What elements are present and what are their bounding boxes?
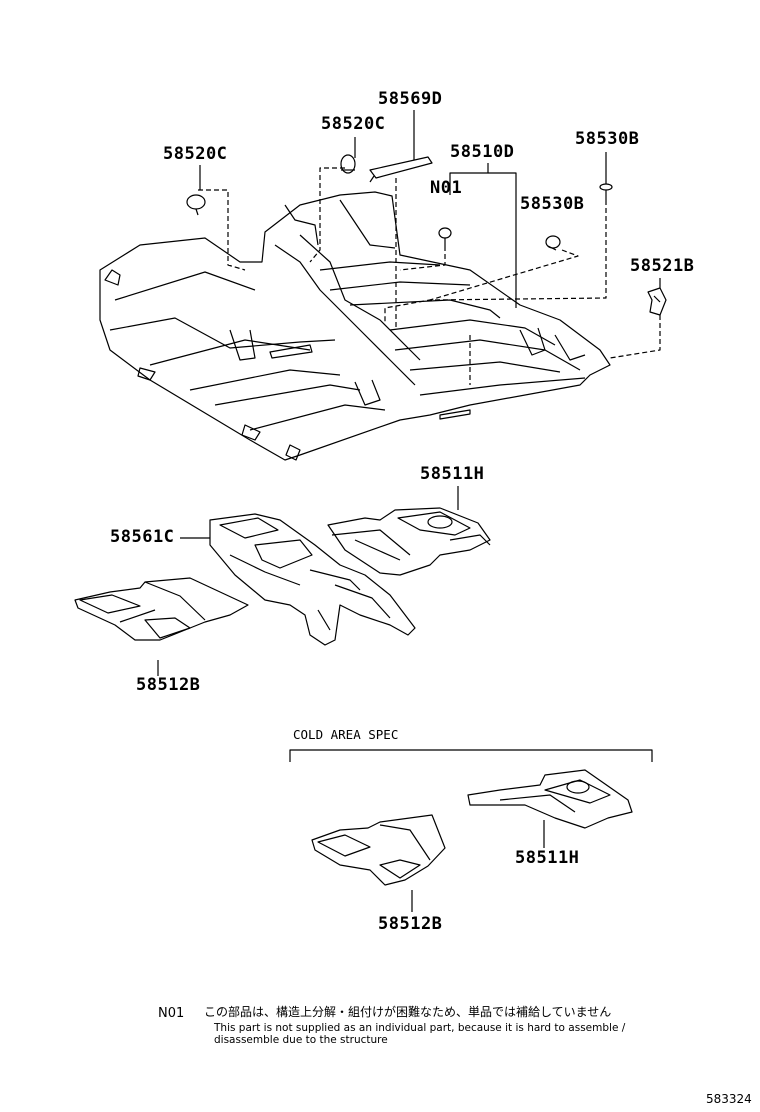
silencer-58512b-main xyxy=(74,577,249,641)
silencer-58512b-cold xyxy=(311,814,446,886)
part-label-58512b-main: 58512B xyxy=(136,675,201,695)
part-label-58569d: 58569D xyxy=(378,89,443,109)
part-label-58510d: 58510D xyxy=(450,142,515,162)
part-label-58511h-cold: 58511H xyxy=(515,848,580,868)
part-label-58530b-mid: 58530B xyxy=(520,194,585,214)
part-label-58512b-cold: 58512B xyxy=(378,914,443,934)
part-label-58521b: 58521B xyxy=(630,256,695,276)
cover-58569d xyxy=(369,156,433,183)
note-english: This part is not supplied as an individu… xyxy=(214,1022,626,1046)
note-code: N01 xyxy=(158,1006,185,1021)
clip-58520c-left xyxy=(186,194,206,216)
figure-number: 583324 xyxy=(706,1092,752,1106)
silencer-58561c xyxy=(209,513,416,646)
cold-area-bracket xyxy=(289,749,653,762)
part-label-58520c-left: 58520C xyxy=(163,144,228,164)
part-label-58530b-top: 58530B xyxy=(575,129,640,149)
silencer-58511h-main xyxy=(327,507,491,576)
clip-58530b-mid xyxy=(545,235,561,251)
clip-58521b xyxy=(647,287,667,316)
clip-n01 xyxy=(438,227,452,246)
note-japanese: この部品は、構造上分解・組付けが困難なため、単品では補給していません xyxy=(204,1005,612,1019)
part-label-58561c: 58561C xyxy=(110,527,175,547)
cold-area-spec-label: COLD AREA SPEC xyxy=(293,727,399,742)
screw-58530b-top xyxy=(599,183,613,200)
floor-carpet-assembly xyxy=(99,191,611,461)
assembly-lines xyxy=(198,167,661,385)
leader-lines xyxy=(157,110,661,912)
clip-58520c-top xyxy=(340,154,356,174)
part-label-n01: N01 xyxy=(430,178,463,198)
part-label-58511h-main: 58511H xyxy=(420,464,485,484)
part-label-58520c-top: 58520C xyxy=(321,114,386,134)
silencer-58511h-cold xyxy=(467,769,633,829)
